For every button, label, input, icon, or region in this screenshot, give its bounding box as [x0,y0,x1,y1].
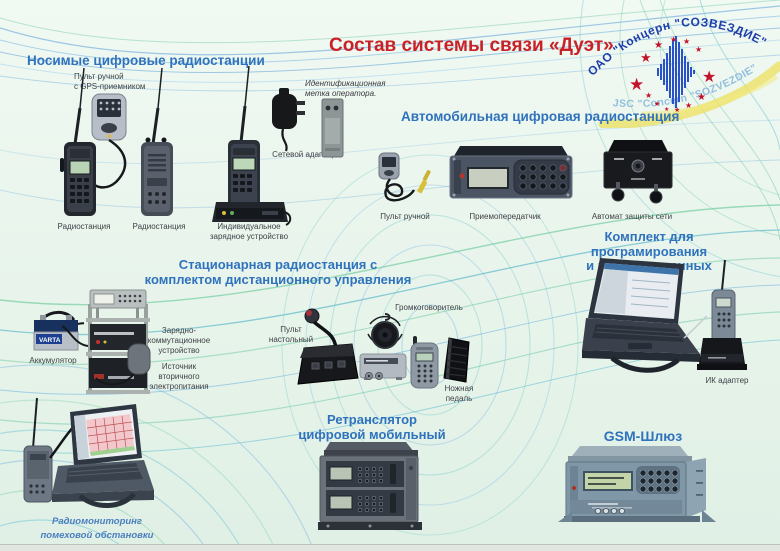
interface-box-image [358,350,412,384]
label-id-tag: Идентификационная метка оператора. [305,79,386,99]
heading-portable: Носимые цифровые радиостанции [27,53,265,68]
speaker-image [366,312,404,352]
svg-text:★: ★ [683,37,690,46]
handset-image [408,336,442,390]
label-vehicle-mic: Пульт ручной [380,212,430,221]
svg-text:★: ★ [697,92,706,103]
label-battery: Аккумулятор [29,356,77,365]
heading-vehicle: Автомобильная цифровая радиостанция [401,109,680,124]
svg-text:★: ★ [702,67,716,86]
page-title: Состав системы связи «Дуэт» [329,35,614,56]
svg-text:★: ★ [654,40,663,51]
bottom-edge [0,544,780,551]
desk-console-image [296,304,362,390]
label-ir-adapter: ИК адаптер [705,376,749,385]
rack-station-image [62,286,154,402]
operator-id-tag-image [319,96,347,162]
label-radio2: Радиостанция [132,222,186,231]
gsm-gateway-image [558,444,716,532]
charging-dock-image [212,62,292,226]
portable-radio2-image [136,64,178,220]
label-pedal: Ножная педаль [444,384,474,404]
svg-text:★: ★ [670,35,677,44]
company-logo: ОАО "Концерн "СОЗВЕЗДИЕ" JSC "Concern "S… [583,2,780,128]
transceiver-image [446,143,578,203]
svg-text:★: ★ [685,101,692,110]
wall-adapter-image [270,84,308,152]
svg-text:★: ★ [629,75,644,95]
svg-text:★: ★ [654,100,660,108]
circuit-breaker-image [598,138,680,206]
svg-text:★: ★ [695,45,702,54]
svg-text:★: ★ [640,51,652,66]
label-charger: Индивидуальное зарядное устройство [209,222,289,242]
label-handheld-gps: Пульт ручной с GPS-приемником [74,72,146,92]
label-adapter: Сетевой адаптер [272,150,336,159]
ir-adapter-image [694,258,750,374]
svg-text:★: ★ [664,106,669,113]
svg-text:★: ★ [645,91,652,100]
label-desk-console: Пульт настольный [268,325,314,345]
label-radio1: Радиостанция [57,222,111,231]
vehicle-mic-image [376,150,436,208]
label-speaker: Громкоговоритель [395,303,463,312]
heading-gsm: GSM-Шлюз [603,428,683,444]
battery-brand-text: VARTA [39,337,61,344]
label-power-source: Источник вторичного электропитания [149,362,209,392]
heading-repeater: Ретранслятор цифровой мобильный [298,412,446,442]
portable-radio-image [60,64,102,220]
programming-laptop-image [580,256,708,378]
gps-handheld-mic-image [84,90,142,202]
logo-stars-icon: ★★ ★★ ★★ ★★ ★★ ★★ ★ [629,35,716,114]
svg-text:★: ★ [674,106,680,114]
label-breaker: Автомат защиты сети [591,212,673,221]
battery-image: VARTA [32,310,84,358]
monitoring-set-image [22,396,162,518]
heading-programming: Комплект для програмирования и передачи … [586,229,712,274]
label-charger-switch: Зарядно- коммутационное устройство [147,326,211,356]
label-transceiver: Приемопередатчик [469,212,541,221]
heading-stationary: Стационарная радиостанция с комплектом д… [144,257,412,287]
foot-pedal-image [442,336,472,386]
waveform-icon [657,36,695,108]
heading-monitoring: Радиомониторинг помеховой обстановки [40,516,154,542]
repeater-rack-image [318,440,426,534]
